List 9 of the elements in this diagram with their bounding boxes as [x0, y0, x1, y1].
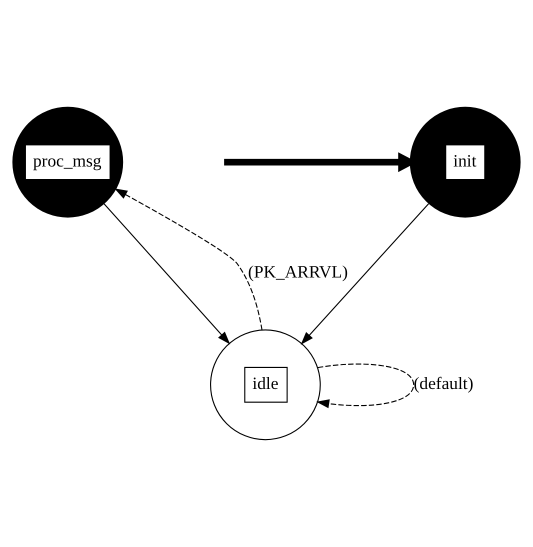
edge-label: (PK_ARRVL) [248, 262, 348, 282]
arrow [316, 364, 414, 408]
edge-label: (default) [414, 374, 474, 393]
arrow [104, 203, 230, 344]
arrow [114, 188, 263, 330]
arrow [300, 203, 429, 345]
node-circle: idle [210, 329, 321, 440]
node-circle: proc_msg [12, 106, 124, 218]
node-circle: init [410, 106, 521, 218]
